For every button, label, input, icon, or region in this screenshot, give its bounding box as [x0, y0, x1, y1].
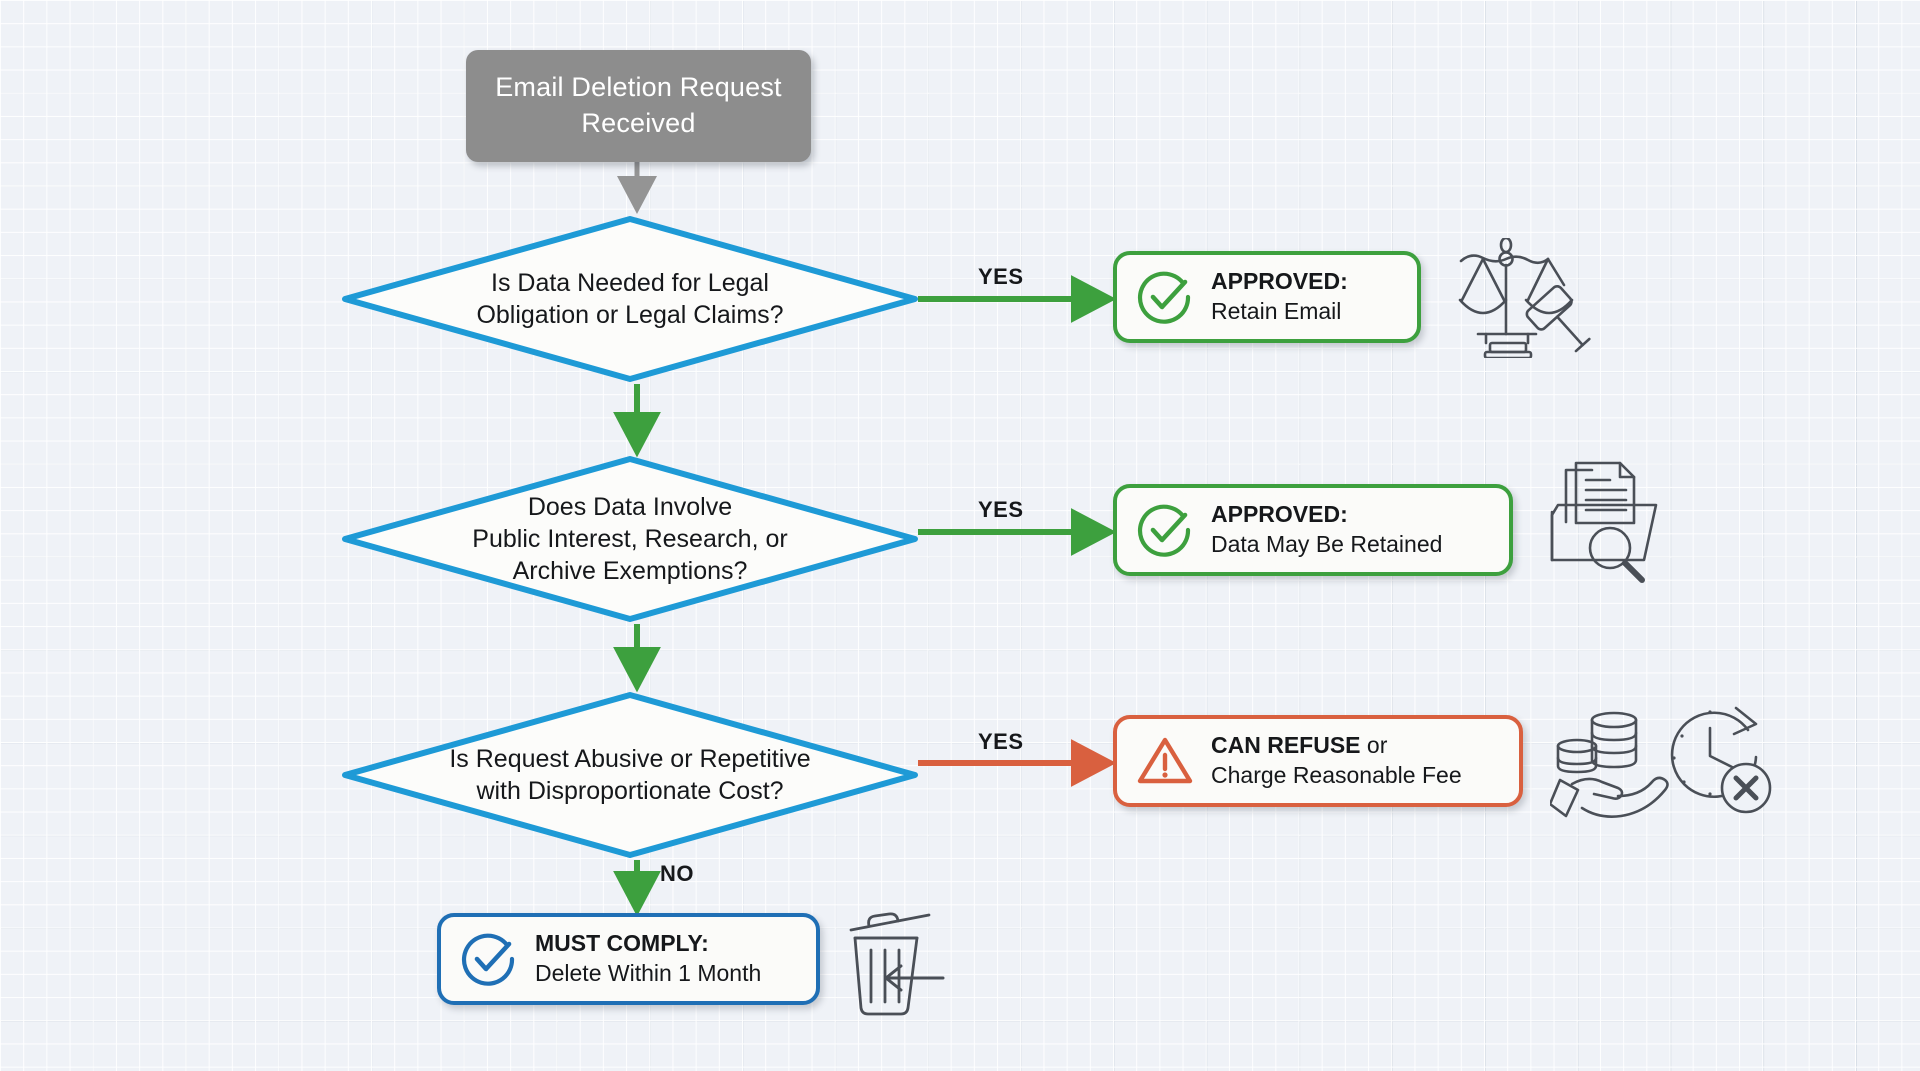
hand-with-coins-icon: [1550, 711, 1669, 818]
outcome-detail: Data May Be Retained: [1211, 531, 1443, 557]
decision-node-legal-obligation[interactable]: Is Data Needed for Legal Obligation or L…: [340, 214, 920, 384]
check-circle-icon: [1137, 504, 1191, 557]
decision-diamond-shape: [342, 456, 918, 622]
start-node-email-deletion-request[interactable]: Email Deletion Request Received: [466, 50, 811, 162]
decision-node-label: Is Request Abusive or Repetitive with Di…: [449, 745, 811, 805]
clock-repeat-denied-icon: [1670, 706, 1772, 814]
branch-label-yes-3: YES: [978, 729, 1024, 754]
outcome-text: APPROVED: Retain Email: [1211, 267, 1348, 327]
outcome-approved-data-retained[interactable]: APPROVED: Data May Be Retained: [1113, 484, 1513, 576]
outcome-heading: APPROVED:: [1211, 268, 1348, 295]
warning-triangle-icon: [1137, 737, 1193, 784]
document-folder-magnifier-icon: [1550, 461, 1658, 583]
outcome-heading: APPROVED:: [1211, 501, 1348, 528]
outcome-can-refuse[interactable]: CAN REFUSE or Charge Reasonable Fee: [1113, 715, 1523, 807]
outcome-heading: CAN REFUSE: [1211, 732, 1361, 759]
decision-diamond-shape: [342, 216, 918, 382]
outcome-heading: MUST COMPLY:: [535, 930, 709, 957]
check-circle-icon: [461, 933, 515, 986]
decision-node-label: Is Data Needed for Legal Obligation or L…: [476, 269, 784, 329]
outcome-detail: Charge Reasonable Fee: [1211, 762, 1462, 788]
outcome-text: MUST COMPLY: Delete Within 1 Month: [535, 929, 761, 989]
trash-bin-delete-icon: [849, 912, 945, 1016]
check-circle-icon: [1137, 271, 1191, 324]
outcome-must-comply[interactable]: MUST COMPLY: Delete Within 1 Month: [437, 913, 820, 1005]
decision-node-public-interest[interactable]: Does Data Involve Public Interest, Resea…: [340, 454, 920, 624]
outcome-approved-retain-email[interactable]: APPROVED: Retain Email: [1113, 251, 1421, 343]
outcome-text: CAN REFUSE or Charge Reasonable Fee: [1211, 731, 1462, 791]
outcome-detail: Retain Email: [1211, 298, 1342, 324]
decision-node-label: Does Data Involve Public Interest, Resea…: [472, 493, 788, 585]
outcome-heading-suffix: or: [1360, 732, 1388, 759]
outcome-text: APPROVED: Data May Be Retained: [1211, 500, 1442, 560]
decision-diamond-shape: [342, 692, 918, 858]
branch-label-yes-2: YES: [978, 497, 1024, 522]
branch-label-yes-1: YES: [978, 264, 1024, 289]
scales-of-justice-gavel-icon: [1458, 238, 1591, 358]
branch-label-no: NO: [660, 861, 694, 886]
outcome-detail: Delete Within 1 Month: [535, 960, 762, 986]
start-node-label: Email Deletion Request Received: [495, 72, 782, 138]
decision-node-abusive-request[interactable]: Is Request Abusive or Repetitive with Di…: [340, 690, 920, 860]
